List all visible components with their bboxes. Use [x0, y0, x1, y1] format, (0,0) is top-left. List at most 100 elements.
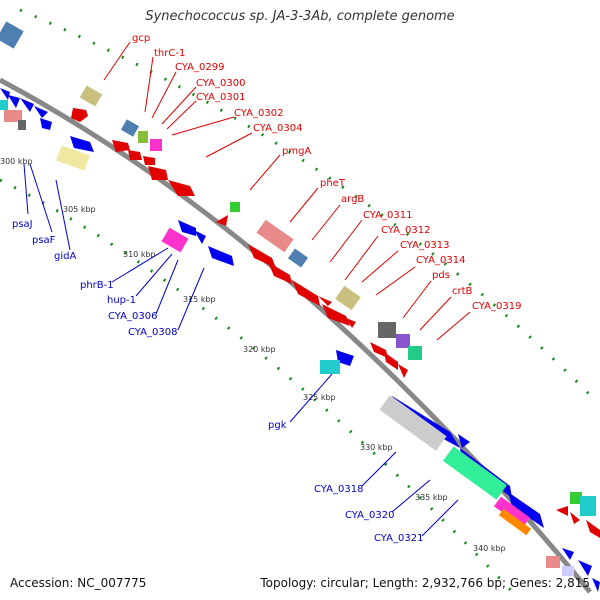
gene-arrow: [8, 95, 20, 108]
gene-label: CYA_0312: [381, 225, 430, 236]
gene-label: CYA_0300: [196, 78, 245, 89]
gene-arrow: [346, 318, 356, 328]
kbp-tick-label: 300 kbp: [0, 157, 33, 166]
gene-label: CYA_0318: [314, 484, 363, 495]
gene-label: CYA_0320: [345, 510, 394, 521]
gene-arrow: [370, 342, 388, 358]
gene-arrow: [248, 244, 276, 268]
forward-labels: gcp thrC-1 CYA_0299 CYA_0300 CYA_0301 CY…: [132, 33, 521, 312]
gene-label: phrB-1: [80, 280, 114, 291]
gene-box: [379, 395, 447, 451]
gene-label: psaF: [32, 235, 56, 246]
gene-box: [570, 492, 582, 504]
gene-label: thrC-1: [154, 48, 185, 59]
kbp-tick-labels: 300 kbp 305 kbp 310 kbp 315 kbp 320 kbp …: [0, 157, 506, 553]
gene-label: crtB: [452, 286, 473, 297]
gene-arrow: [556, 506, 568, 516]
gene-arrow: [292, 280, 320, 306]
forward-genes: [0, 21, 600, 538]
gene-box: [288, 248, 308, 268]
reverse-genes: [0, 88, 600, 592]
gene-label: CYA_0319: [472, 301, 521, 312]
gene-arrow: [194, 230, 206, 244]
gene-box: [378, 322, 396, 338]
reverse-labels: psaJ psaF gidA phrB-1 hup-1 CYA_0306 CYA…: [12, 219, 423, 544]
kbp-tick-label: 325 kbp: [303, 393, 336, 402]
gene-label: pmgA: [282, 146, 311, 157]
gene-box: [0, 21, 24, 49]
gene-label: CYA_0308: [128, 327, 177, 338]
gene-box: [493, 496, 531, 528]
gene-arrow: [168, 180, 195, 196]
gene-arrow: [562, 548, 574, 560]
reverse-leaders: [23, 163, 459, 537]
gene-arrow: [384, 352, 398, 370]
gene-arrow: [570, 512, 580, 524]
gene-label: CYA_0313: [400, 240, 449, 251]
accession-label: Accession: NC_007775: [10, 576, 147, 590]
gene-arrow: [0, 88, 10, 100]
gene-box: [320, 360, 340, 374]
gene-box: [546, 556, 560, 568]
kbp-tick-label: 305 kbp: [63, 205, 96, 214]
gene-arrow: [268, 262, 292, 284]
gene-arrow: [40, 118, 52, 130]
gene-box: [4, 110, 22, 122]
gene-label: CYA_0301: [196, 92, 245, 103]
gene-arrow: [71, 108, 88, 122]
gene-box: [138, 131, 148, 143]
gene-box: [0, 100, 8, 110]
gene-label: gcp: [132, 33, 150, 44]
gene-label: CYA_0321: [374, 533, 423, 544]
gene-label: CYA_0304: [253, 123, 302, 134]
gene-box: [120, 119, 140, 137]
kbp-tick-label: 315 kbp: [183, 295, 216, 304]
kbp-tick-label: 330 kbp: [360, 443, 393, 452]
gene-box: [443, 446, 507, 500]
gene-arrow: [148, 166, 168, 180]
gene-label: CYA_0302: [234, 108, 283, 119]
gene-arrow: [318, 296, 332, 306]
gene-arrow: [336, 350, 354, 366]
gene-label: pds: [432, 270, 450, 281]
gene-label: gidA: [54, 251, 76, 262]
kbp-tick-label: 310 kbp: [123, 250, 156, 259]
gene-arrow: [508, 492, 544, 528]
gene-arrow: [70, 136, 94, 152]
gene-arrow: [34, 106, 48, 118]
gene-box: [161, 227, 189, 253]
gene-box: [56, 145, 90, 171]
kbp-tick-label: 335 kbp: [415, 493, 448, 502]
map-title: Synechococcus sp. JA-3-3Ab, complete gen…: [145, 9, 455, 24]
gene-label: pheT: [320, 178, 346, 189]
gene-arrow: [398, 364, 408, 378]
gene-arrow: [208, 246, 234, 266]
gene-label: psaJ: [12, 219, 33, 230]
gene-arrow: [178, 220, 196, 236]
gene-label: CYA_0299: [175, 62, 224, 73]
gene-box: [150, 139, 162, 151]
gene-box: [230, 202, 240, 212]
forward-leaders: [103, 41, 471, 341]
gene-label: hup-1: [107, 295, 136, 306]
gene-arrow: [322, 304, 350, 326]
gene-box: [408, 346, 422, 360]
gene-box: [562, 566, 574, 576]
gene-box: [18, 120, 26, 130]
gene-arrow: [578, 560, 592, 576]
kbp-tick-label: 340 kbp: [473, 544, 506, 553]
gene-box: [396, 334, 410, 348]
gene-arrow: [216, 215, 228, 226]
gene-label: CYA_0311: [363, 210, 412, 221]
gene-label: CYA_0314: [416, 255, 465, 266]
gene-arrow: [143, 156, 155, 165]
genome-summary: Topology: circular; Length: 2,932,766 bp…: [260, 576, 590, 590]
gene-arrow: [458, 434, 470, 448]
gene-arrow: [592, 578, 600, 592]
gene-label: CYA_0306: [108, 311, 157, 322]
gene-box: [580, 496, 596, 516]
gene-box: [79, 85, 103, 107]
gene-box: [256, 219, 294, 253]
gene-box: [498, 508, 532, 536]
